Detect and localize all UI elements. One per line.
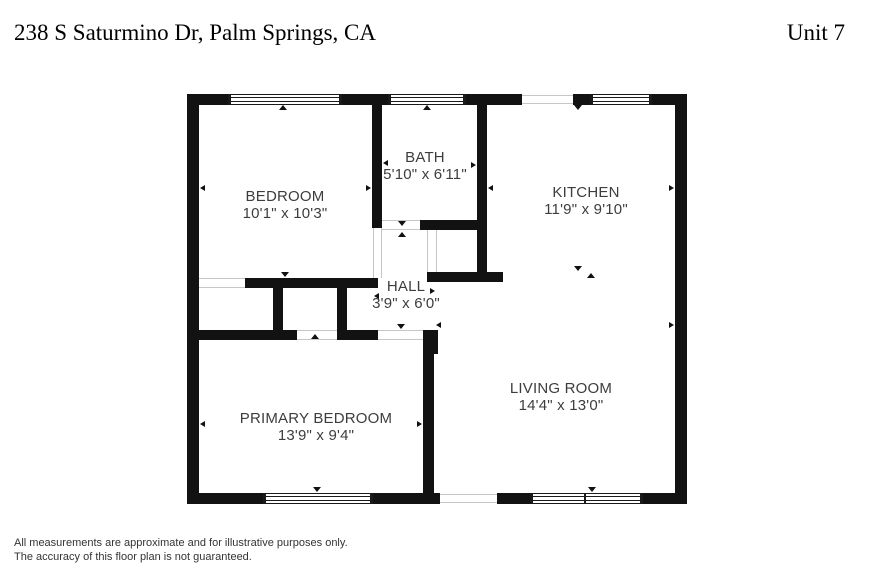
window-icon [388,94,466,105]
wall-segment [675,94,687,504]
door-opening-marker [574,105,582,110]
floor-plan: BEDROOM 10'1" x 10'3" BATH 5'10" x 6'11"… [187,94,687,504]
entry-opening [522,103,573,104]
door-opening-marker [397,324,405,329]
wall-segment [273,288,283,332]
room-label-living-room: LIVING ROOM 14'4" x 13'0" [510,380,612,414]
wall-segment [187,94,228,105]
room-name: HALL [386,278,426,295]
wall-segment [342,94,388,105]
dimension-arrow-icon [436,322,441,328]
room-dimensions: 10'1" x 10'3" [242,205,328,222]
dimension-arrow-icon [200,421,205,427]
dimension-arrow-icon [417,421,422,427]
wall-segment [652,94,687,105]
room-dimensions: 5'10" x 6'11" [383,166,467,183]
door-opening [381,228,382,278]
window-icon [263,493,373,504]
door-opening [199,287,245,288]
window-icon [530,493,643,504]
wall-segment [337,288,347,332]
door-opening [382,229,420,230]
room-label-hall: HALL 3'9" x 6'0" [372,278,440,312]
window-icon [228,94,342,105]
dimension-arrow-icon [669,322,674,328]
door-opening [373,228,374,278]
patio-opening [440,502,497,503]
door-opening [436,230,437,272]
wall-segment [477,94,487,282]
window-icon [590,94,652,105]
wall-segment [427,272,503,282]
door-opening-marker [281,272,289,277]
door-opening [297,330,337,331]
door-opening-marker [398,221,406,226]
entry-opening [522,95,573,96]
door-opening-marker [587,273,595,278]
wall-segment [337,330,378,340]
room-label-bedroom: BEDROOM 10'1" x 10'3" [243,188,328,222]
dimension-arrow-icon [430,288,435,294]
door-opening-marker [398,232,406,237]
wall-segment [372,94,382,228]
door-opening-marker [588,487,596,492]
patio-opening [440,494,497,495]
wall-segment [497,493,530,504]
wall-segment [373,493,440,504]
wall-segment [466,94,522,105]
room-name: LIVING ROOM [509,380,613,397]
wall-segment [643,493,687,504]
dimension-arrow-icon [471,162,476,168]
wall-segment [245,278,378,288]
door-opening [382,220,420,221]
wall-segment [420,220,477,230]
door-opening [297,339,337,340]
page-title: 238 S Saturmino Dr, Palm Springs, CA [14,20,376,45]
wall-segment [573,94,590,105]
room-dimensions: 13'9" x 9'4" [277,427,355,444]
room-dimensions: 3'9" x 6'0" [372,295,440,312]
room-label-bath: BATH 5'10" x 6'11" [383,149,467,183]
room-label-kitchen: KITCHEN 11'9" x 9'10" [544,184,628,218]
dimension-arrow-icon [669,185,674,191]
room-name: BATH [405,149,445,166]
room-name: PRIMARY BEDROOM [239,410,393,427]
dimension-arrow-icon [374,293,379,299]
disclaimer-line-1: All measurements are approximate and for… [14,537,348,549]
disclaimer-line-2: The accuracy of this floor plan is not g… [14,551,252,563]
door-opening-marker [313,487,321,492]
disclaimer: All measurements are approximate and for… [14,536,348,564]
wall-segment [187,94,199,504]
room-dimensions: 14'4" x 13'0" [518,397,604,414]
room-name: BEDROOM [245,188,325,205]
door-opening [378,330,423,331]
dimension-arrow-icon [488,185,493,191]
wall-segment [199,330,297,340]
room-label-primary-bedroom: PRIMARY BEDROOM 13'9" x 9'4" [240,410,392,444]
dimension-arrow-icon [383,160,388,166]
wall-segment [187,493,263,504]
unit-label: Unit 7 [786,20,845,45]
dimension-arrow-icon [200,185,205,191]
door-opening [199,278,245,279]
room-name: KITCHEN [552,184,620,201]
wall-segment [423,330,434,493]
window-pane-divider [584,493,587,504]
room-dimensions: 11'9" x 9'10" [544,201,628,218]
door-opening [427,230,428,272]
door-opening-marker [574,266,582,271]
door-opening-marker [311,334,319,339]
dimension-arrow-icon [366,185,371,191]
door-opening-marker [423,105,431,110]
door-opening-marker [279,105,287,110]
door-opening [378,339,423,340]
